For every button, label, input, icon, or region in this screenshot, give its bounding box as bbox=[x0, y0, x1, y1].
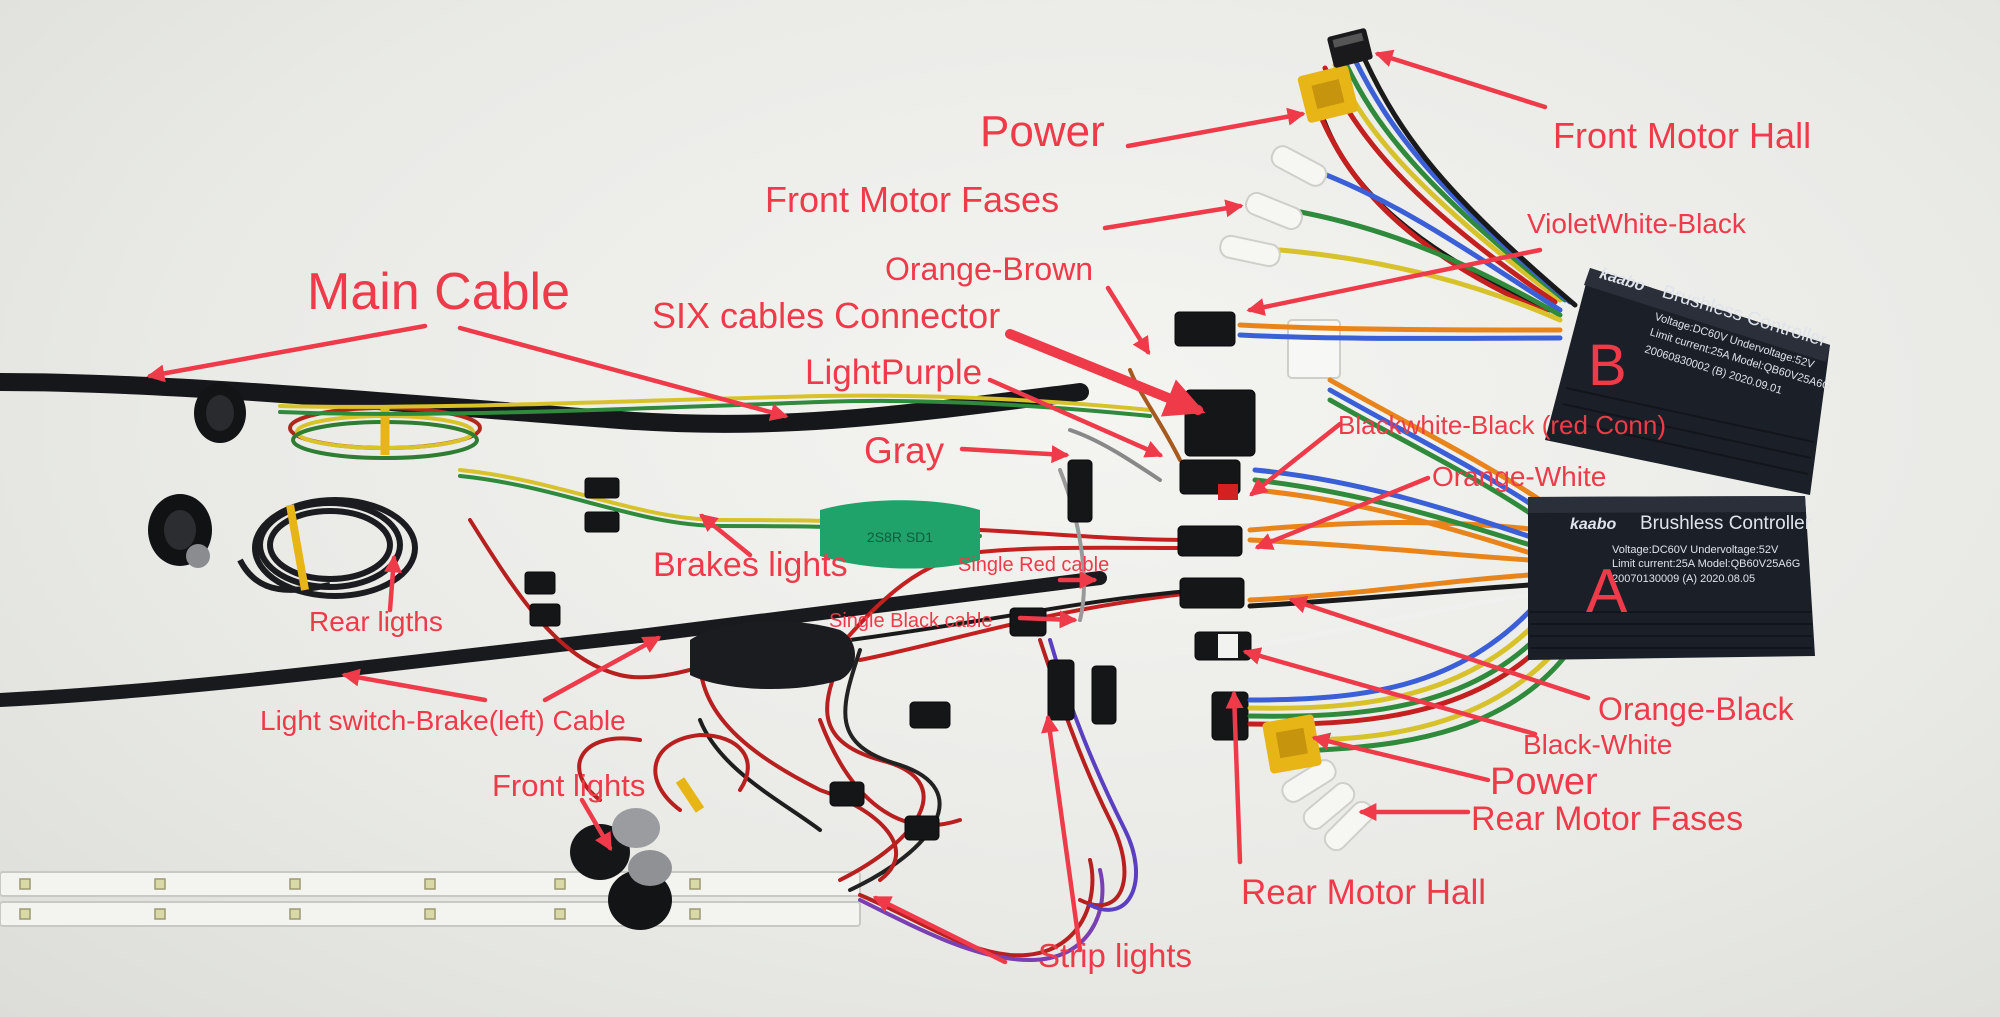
rear-motor-phase-connectors bbox=[1281, 759, 1375, 852]
front-motor-phase-connectors bbox=[1219, 145, 1328, 268]
label-six-cables-connector: SIX cables Connector bbox=[652, 295, 1001, 336]
label-black-white: Black-White bbox=[1523, 729, 1673, 760]
label-gray: Gray bbox=[864, 430, 945, 471]
annotation-arrows bbox=[146, 49, 1591, 965]
controller-b-wire-bundle bbox=[1237, 57, 1578, 523]
main-cable bbox=[0, 373, 1089, 433]
brake-wire-coil bbox=[288, 406, 482, 460]
front-lights bbox=[570, 777, 705, 930]
black-heat-shrink bbox=[690, 621, 855, 690]
led-strip-lights bbox=[0, 871, 861, 927]
controller-a: kaabo Brushless Controller Voltage:DC60V… bbox=[1528, 496, 1815, 660]
label-light-switch-brake-cable: Light switch-Brake(left) Cable bbox=[260, 705, 626, 736]
light-switch-brake-cable bbox=[0, 571, 1107, 707]
label-orange-white: Orange-White bbox=[1432, 461, 1607, 492]
power-connector-top bbox=[1297, 65, 1359, 123]
label-power-top: Power bbox=[980, 107, 1105, 156]
white-connector-top bbox=[1287, 319, 1341, 379]
label-front-motor-fases: Front Motor Fases bbox=[765, 179, 1060, 220]
label-rear-motor-fases: Rear Motor Fases bbox=[1471, 800, 1744, 838]
controller-b-letter: B bbox=[1588, 333, 1627, 398]
label-light-purple: LightPurple bbox=[805, 353, 983, 392]
label-strip-lights: Strip lights bbox=[1038, 937, 1193, 974]
power-connector-bottom bbox=[1262, 714, 1322, 774]
controller-b: kaabo Brushless Controller Voltage:DC60V… bbox=[1545, 265, 1832, 495]
label-single-black-cable: Single Black cable bbox=[829, 610, 993, 632]
red-connector bbox=[1218, 484, 1238, 500]
label-orange-brown: Orange-Brown bbox=[885, 251, 1094, 287]
grommets bbox=[148, 383, 246, 568]
label-rear-motor-hall: Rear Motor Hall bbox=[1241, 873, 1487, 912]
controller-a-wire-bundle bbox=[1247, 467, 1573, 753]
svg-text:Voltage:DC60V Undervoltage:: Voltage:DC60V Undervoltage:52V bbox=[1612, 544, 1779, 556]
svg-text:Limit current:25A Model:QB6: Limit current:25A Model:QB60V25A6G bbox=[1612, 558, 1800, 570]
label-single-red-cable: Single Red cable bbox=[958, 554, 1110, 576]
small-connectors bbox=[524, 311, 1256, 841]
rear-lights-coil bbox=[237, 497, 418, 599]
svg-text:Brushless Controller: Brushless Controller bbox=[1640, 513, 1812, 534]
label-rear-ligths: Rear ligths bbox=[309, 606, 443, 637]
label-front-lights: Front lights bbox=[492, 768, 646, 803]
white-connector-bottom bbox=[1218, 634, 1238, 658]
label-front-motor-hall: Front Motor Hall bbox=[1553, 115, 1812, 156]
label-orange-black: Orange-Black bbox=[1598, 691, 1794, 727]
svg-text:20070130009 (A) 2020.08.05: 20070130009 (A) 2020.08.05 bbox=[1612, 573, 1755, 585]
front-motor-hall-connector bbox=[1327, 28, 1373, 68]
label-blackwhite-black-red-conn: Blackwhite-Black (red Conn) bbox=[1338, 410, 1667, 440]
green-heat-shrink: 2S8R SD1 bbox=[820, 500, 980, 569]
controller-a-letter: A bbox=[1586, 557, 1628, 626]
svg-text:2S8R SD1: 2S8R SD1 bbox=[867, 529, 933, 545]
svg-text:kaabo: kaabo bbox=[1570, 516, 1616, 533]
label-brakes-lights: Brakes lights bbox=[653, 546, 848, 584]
label-main-cable: Main Cable bbox=[307, 263, 571, 321]
label-power-bottom: Power bbox=[1490, 761, 1598, 803]
label-violet-white-black: VioletWhite-Black bbox=[1527, 208, 1746, 239]
